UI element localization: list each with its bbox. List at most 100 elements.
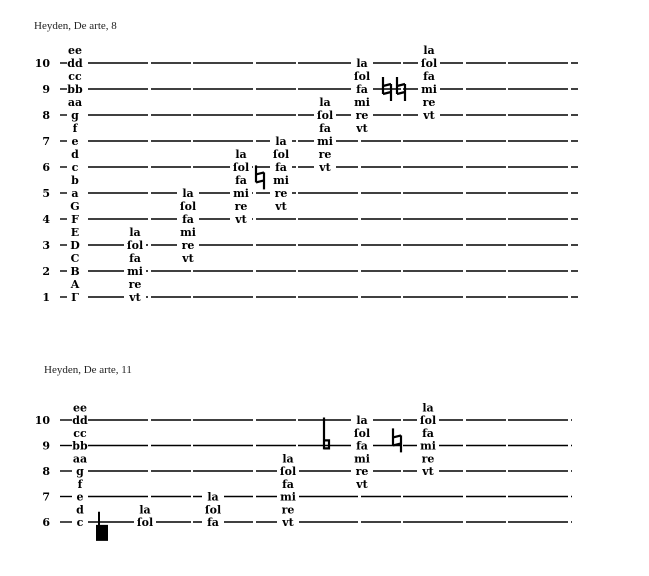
line-number: 9 xyxy=(42,440,50,453)
solmization-syllable: la xyxy=(319,96,330,109)
solmization-syllable: mi xyxy=(354,96,370,109)
line-number: 8 xyxy=(42,109,50,122)
syllable-bg xyxy=(418,83,440,94)
line-number: 3 xyxy=(42,239,50,252)
solmization-syllable: vt xyxy=(128,291,141,304)
syllable-bg xyxy=(177,213,199,224)
syllable-bg xyxy=(417,426,439,438)
solmization-syllable: fa xyxy=(275,161,287,174)
diagram-title-1: Heyden, De arte, 8 xyxy=(34,20,117,32)
solmization-syllable: re xyxy=(356,109,369,122)
solmization-syllable: fa xyxy=(282,478,294,491)
flat-sign-icon xyxy=(322,417,331,450)
solmization-syllable: mi xyxy=(233,187,249,200)
solmization-syllable: ſol xyxy=(233,161,249,174)
solmization-syllable: vt xyxy=(318,161,331,174)
syllable-bg xyxy=(202,490,224,502)
solmization-syllable: re xyxy=(423,96,436,109)
syllable-bg xyxy=(177,187,199,198)
syllable-bg xyxy=(270,174,292,185)
solmization-syllable: ſol xyxy=(354,70,370,83)
solmization-syllable: vt xyxy=(274,200,287,213)
solmization-syllable: ſol xyxy=(354,427,370,440)
line-letter: B xyxy=(70,265,79,278)
solmization-syllable: vt xyxy=(355,122,368,135)
space-letter: aa xyxy=(68,96,82,109)
syllable-bg xyxy=(351,83,373,94)
syllable-bg xyxy=(351,477,373,489)
syllable-bg xyxy=(351,57,373,68)
space-letter: f xyxy=(78,478,84,491)
space-letter: G xyxy=(70,200,79,213)
space-letter: cc xyxy=(73,427,87,440)
natural-sign-icon xyxy=(395,77,407,101)
syllable-bg xyxy=(124,226,146,237)
solmization-syllable: ſol xyxy=(280,465,296,478)
syllable-bg xyxy=(270,187,292,198)
syllable-bg xyxy=(134,516,156,527)
syllable-bg xyxy=(270,161,292,172)
line-number: 1 xyxy=(42,291,50,304)
syllable-bg xyxy=(277,465,299,476)
natural-sign-icon xyxy=(381,77,393,101)
syllable-bg xyxy=(314,122,336,133)
space-letter: C xyxy=(71,252,80,265)
syllable-bg xyxy=(277,452,299,464)
space-letter: b xyxy=(71,174,79,187)
solmization-syllable: fa xyxy=(356,440,368,453)
syllable-bg xyxy=(202,516,224,527)
solmization-syllable: ſol xyxy=(127,239,143,252)
line-letter: bb xyxy=(72,440,88,453)
syllable-bg xyxy=(230,174,252,185)
solmization-syllable: ſol xyxy=(273,148,289,161)
solmization-syllable: mi xyxy=(421,83,437,96)
solmization-syllable: fa xyxy=(207,516,219,529)
solmization-syllable: mi xyxy=(280,491,296,504)
syllable-bg xyxy=(230,187,252,198)
syllable-bg xyxy=(134,503,156,515)
natural-sign-icon xyxy=(254,165,266,190)
solmization-syllable: mi xyxy=(273,174,289,187)
syllable-bg xyxy=(314,148,336,159)
syllable-bg xyxy=(124,291,146,302)
line-letter: c xyxy=(77,516,84,529)
solmization-syllable: ſol xyxy=(317,109,333,122)
line-number: 7 xyxy=(42,491,50,504)
space-letter: ee xyxy=(73,401,87,414)
syllable-bg xyxy=(351,109,373,120)
syllable-bg xyxy=(314,135,336,146)
solmization-syllable: mi xyxy=(420,440,436,453)
space-letter: d xyxy=(71,148,79,161)
space-letter: f xyxy=(73,122,79,135)
line-letter: Γ xyxy=(71,291,79,304)
syllable-bg xyxy=(270,200,292,211)
syllable-bg xyxy=(124,252,146,263)
solmization-syllable: la xyxy=(356,57,367,70)
syllable-bg xyxy=(417,439,439,451)
line-letter: c xyxy=(72,161,79,174)
solmization-syllable: la xyxy=(356,414,367,427)
syllable-bg xyxy=(277,516,299,527)
syllable-bg xyxy=(418,70,440,81)
syllable-bg xyxy=(177,252,199,263)
line-number: 2 xyxy=(42,265,50,278)
solmization-syllable: vt xyxy=(355,478,368,491)
line-letter: dd xyxy=(72,414,88,427)
syllable-bg xyxy=(177,239,199,250)
syllable-bg xyxy=(277,477,299,489)
line-letter: dd xyxy=(67,57,83,70)
line-number: 6 xyxy=(42,161,50,174)
syllable-bg xyxy=(277,503,299,515)
line-letter: g xyxy=(71,109,79,122)
solmization-syllable: re xyxy=(356,465,369,478)
line-letter: F xyxy=(71,213,79,226)
syllable-bg xyxy=(351,70,373,81)
solmization-syllable: vt xyxy=(181,252,194,265)
syllable-bg xyxy=(418,44,440,55)
solmization-syllable: vt xyxy=(281,516,294,529)
solmization-syllable: vt xyxy=(234,213,247,226)
solmization-syllable: re xyxy=(235,200,248,213)
syllable-bg xyxy=(230,148,252,159)
syllable-bg xyxy=(418,57,440,68)
syllable-bg xyxy=(124,265,146,276)
